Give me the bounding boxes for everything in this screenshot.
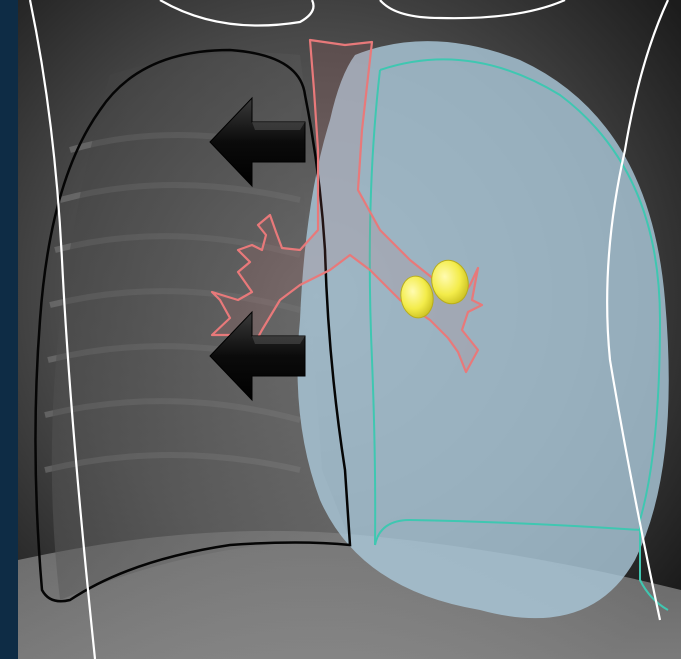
xray-panel bbox=[18, 0, 681, 659]
xray-figure bbox=[18, 0, 681, 659]
